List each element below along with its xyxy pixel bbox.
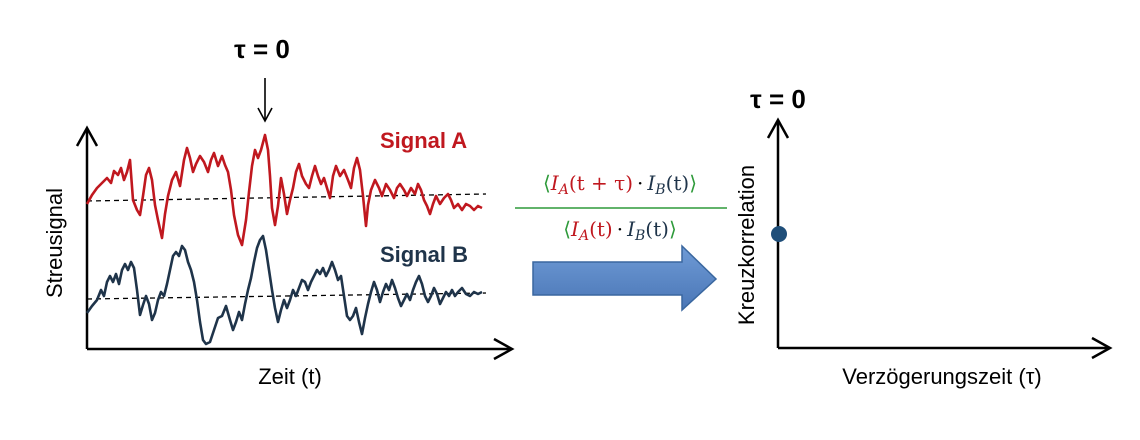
denominator-left-bracket: ⟨: [563, 217, 571, 241]
signal-a-mean-line: [86, 193, 487, 202]
numerator-intensity-b-sub: B: [654, 182, 665, 198]
formula-numerator: ⟨IA(t + τ)·IB(t)⟩: [543, 171, 697, 198]
denominator-intensity-a-args: (t): [589, 217, 613, 241]
numerator-intensity-a: I: [550, 171, 560, 195]
right-y-axis-arrowhead: [766, 117, 790, 139]
left-x-axis-arrowhead: [493, 337, 515, 361]
numerator-intensity-a-sub: A: [557, 182, 569, 198]
denominator-dot: ·: [617, 217, 623, 241]
numerator-intensity-a-args: (t + τ): [569, 171, 633, 195]
right-tau-label: τ = 0: [750, 84, 806, 114]
denominator-intensity-a: I: [570, 217, 580, 241]
denominator-intensity-b: I: [626, 217, 636, 241]
numerator-left-bracket: ⟨: [543, 171, 551, 195]
signal-a-label: Signal A: [380, 128, 467, 153]
denominator-intensity-a-sub: A: [577, 228, 589, 244]
denominator-intensity-b-args: (t): [645, 217, 669, 241]
tau-pointer-arrowhead: [257, 107, 273, 123]
left-y-axis-arrowhead: [75, 125, 99, 147]
right-panel: τ = 0 Kreuzkorrelation Verzögerungszeit …: [734, 84, 1113, 389]
left-panel: τ = 0 Signal A Signal B Streusignal Zeit…: [42, 34, 515, 389]
correlation-point-tau-zero: [771, 226, 787, 242]
right-y-axis-label: Kreuzkorrelation: [734, 165, 759, 325]
right-x-axis-label: Verzögerungszeit (τ): [842, 364, 1041, 389]
cross-correlation-formula: ⟨IA(t + τ)·IB(t)⟩ ⟨IA(t)·IB(t)⟩: [515, 171, 727, 244]
signal-b-trace: [85, 234, 483, 346]
left-x-axis-label: Zeit (t): [258, 364, 322, 389]
denominator-right-bracket: ⟩: [669, 217, 677, 241]
numerator-dot: ·: [637, 171, 643, 195]
left-y-axis-label: Streusignal: [42, 188, 67, 298]
numerator-right-bracket: ⟩: [689, 171, 697, 195]
denominator-intensity-b-sub: B: [634, 228, 645, 244]
block-arrow: [532, 244, 718, 312]
right-x-axis-arrowhead: [1091, 336, 1113, 360]
signal-a-trace: [85, 133, 483, 247]
signal-b-label: Signal B: [380, 242, 468, 267]
signal-b-mean-line: [86, 292, 487, 300]
formula-denominator: ⟨IA(t)·IB(t)⟩: [563, 217, 677, 244]
numerator-intensity-b: I: [646, 171, 656, 195]
left-tau-label: τ = 0: [234, 34, 290, 64]
numerator-intensity-b-args: (t): [666, 171, 690, 195]
